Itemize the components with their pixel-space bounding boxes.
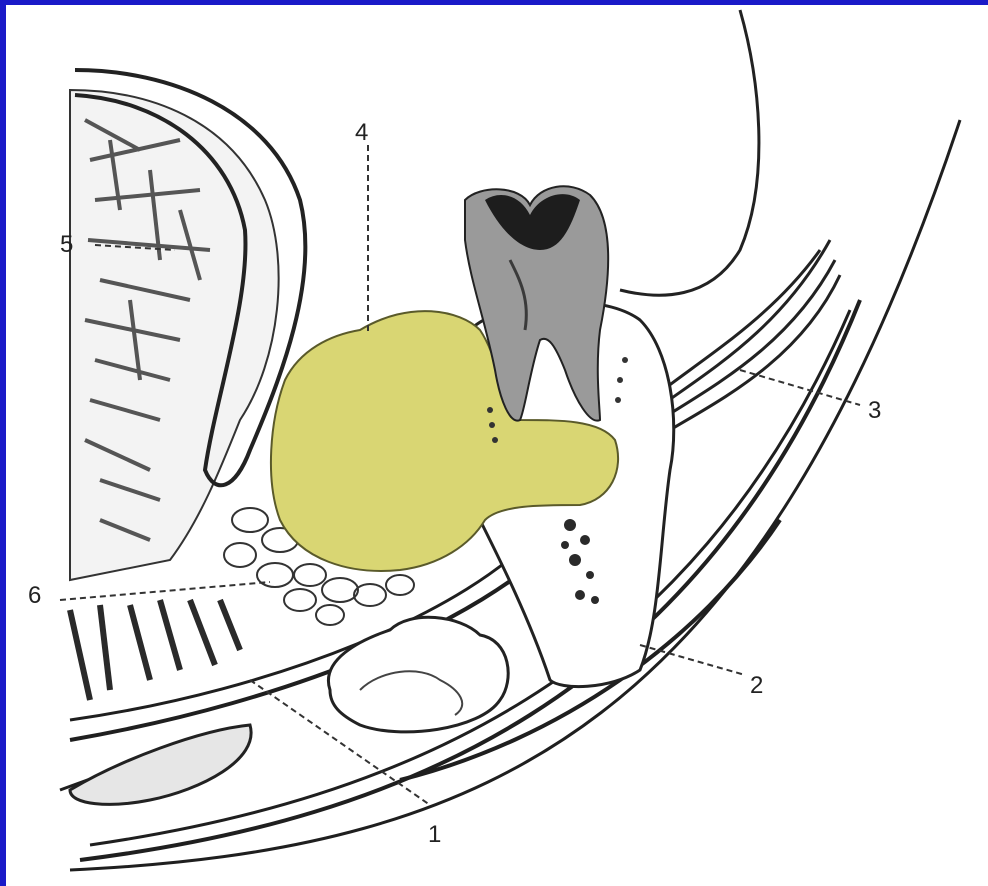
callout-label-4: 4 [355, 119, 368, 146]
callout-label-5: 5 [60, 231, 73, 258]
callout-label-1: 1 [428, 821, 441, 848]
lower-left-striated [70, 600, 240, 700]
leader-line-6 [60, 582, 270, 600]
lobulated-gland [328, 617, 508, 732]
callout-label-2: 2 [750, 672, 763, 699]
leader-line-2 [640, 645, 745, 675]
left-tissue-region [70, 70, 305, 580]
callout-label-6: 6 [28, 582, 41, 609]
callout-label-3: 3 [868, 397, 881, 424]
soft-tissue-curve [620, 10, 759, 295]
